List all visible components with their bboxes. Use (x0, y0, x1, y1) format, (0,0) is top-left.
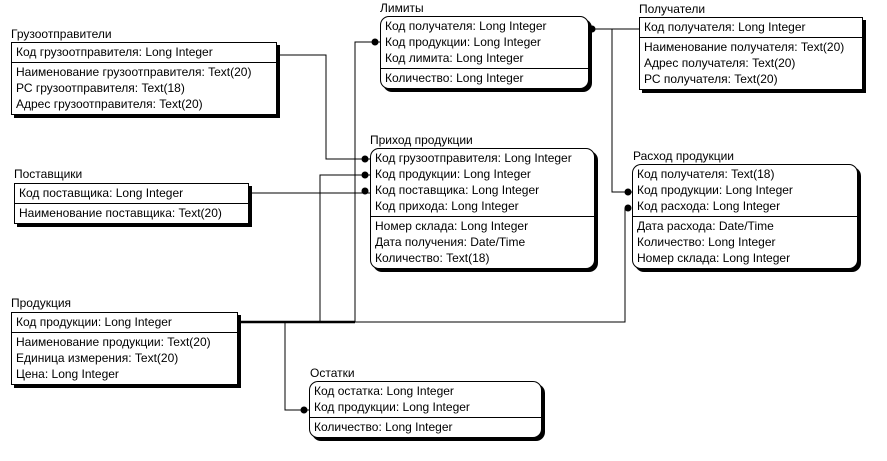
attr-field: Наименование получателя: Text(20) (644, 40, 845, 54)
attr-field: РС грузоотправителя: Text(18) (16, 81, 185, 95)
entity-keys: Код продукции: Long Integer (12, 313, 237, 333)
entity-poluchateli[interactable]: Код получателя: Long Integer Наименовани… (639, 17, 863, 90)
key-field: Код продукции: Long Integer (385, 35, 541, 49)
entity-attributes: Наименование продукции: Text(20) Единица… (12, 333, 237, 384)
attr-field: Дата расхода: Date/Time (637, 219, 774, 233)
entity-title-prihod: Приход продукции (370, 133, 473, 147)
entity-ostatki[interactable]: Код остатка: Long Integer Код продукции:… (309, 381, 542, 438)
entity-attributes: Наименование поставщика: Text(20) (15, 204, 248, 223)
attr-field: Адрес получателя: Text(20) (644, 56, 796, 70)
attr-field: Количество: Long Integer (385, 71, 524, 85)
entity-keys: Код грузоотправителя: Long Integer (12, 43, 276, 63)
entity-rashod[interactable]: Код получателя: Text(18) Код продукции: … (632, 164, 858, 269)
entity-keys: Код поставщика: Long Integer (15, 184, 248, 204)
attr-field: Количество: Long Integer (637, 235, 776, 249)
attr-field: Цена: Long Integer (16, 367, 119, 381)
key-field: Код грузоотправителя: Long Integer (16, 45, 213, 59)
entity-postavshiki[interactable]: Код поставщика: Long Integer Наименовани… (14, 183, 249, 224)
entity-prihod[interactable]: Код грузоотправителя: Long Integer Код п… (370, 148, 595, 269)
rel-end-limity-produkciya (371, 38, 379, 46)
entity-keys: Код получателя: Long Integer (640, 18, 862, 38)
entity-attributes: Дата расхода: Date/Time Количество: Long… (633, 217, 857, 268)
attr-field: Наименование поставщика: Text(20) (19, 206, 222, 220)
attr-field: Номер склада: Long Integer (637, 251, 791, 265)
rel-produkciya-ostatki (284, 322, 309, 411)
rel-end-ostatki-produkciya (300, 406, 308, 414)
key-field: Код продукции: Long Integer (637, 183, 793, 197)
entity-keys: Код получателя: Text(18) Код продукции: … (633, 165, 857, 217)
attr-field: Наименование продукции: Text(20) (16, 335, 211, 349)
key-field: Код грузоотправителя: Long Integer (375, 151, 572, 165)
key-field: Код получателя: Long Integer (644, 20, 806, 34)
entity-gruzootpraviteli[interactable]: Код грузоотправителя: Long Integer Наиме… (11, 42, 277, 115)
rel-produkciya-trunk (238, 208, 626, 323)
entity-attributes: Количество: Long Integer (381, 69, 588, 88)
attr-field: Дата получения: Date/Time (375, 235, 526, 249)
entity-produkciya[interactable]: Код продукции: Long Integer Наименование… (11, 312, 238, 385)
entity-attributes: Количество: Long Integer (310, 418, 541, 437)
key-field: Код лимита: Long Integer (385, 51, 524, 65)
key-field: Код поставщика: Long Integer (375, 183, 540, 197)
attr-field: Количество: Long Integer (314, 420, 453, 434)
entity-keys: Код остатка: Long Integer Код продукции:… (310, 382, 541, 418)
rel-end-prihod-postavshik (361, 187, 369, 195)
attr-field: РС получателя: Text(20) (644, 72, 778, 86)
entity-title-postavshiki: Поставщики (14, 167, 83, 181)
entity-title-gruzootpraviteli: Грузоотправители (11, 27, 112, 41)
entity-attributes: Номер склада: Long Integer Дата получени… (371, 217, 594, 268)
attr-field: Количество: Text(18) (375, 251, 490, 265)
rel-poluchateli-rashod (611, 29, 632, 193)
key-field: Код поставщика: Long Integer (19, 186, 184, 200)
key-field: Код продукции: Long Integer (16, 315, 172, 329)
attr-field: Номер склада: Long Integer (375, 219, 529, 233)
key-field: Код продукции: Long Integer (375, 167, 531, 181)
rel-end-rashod-poluchatel (624, 188, 632, 196)
entity-keys: Код грузоотправителя: Long Integer Код п… (371, 149, 594, 217)
attr-field: Единица измерения: Text(20) (16, 351, 179, 365)
entity-attributes: Наименование получателя: Text(20) Адрес … (640, 38, 862, 89)
key-field: Код прихода: Long Integer (375, 199, 519, 213)
attr-field: Адрес грузоотправителя: Text(20) (16, 97, 203, 111)
entity-title-limity: Лимиты (380, 1, 424, 15)
rel-gruzootpraviteli-prihod (277, 54, 370, 160)
key-field: Код расхода: Long Integer (637, 199, 781, 213)
key-field: Код получателя: Long Integer (385, 19, 547, 33)
rel-end-prihod-gruzootpr (361, 155, 369, 163)
entity-title-poluchateli: Получатели (639, 2, 706, 16)
rel-produkciya-prihod (319, 174, 370, 322)
entity-attributes: Наименование грузоотправителя: Text(20) … (12, 63, 276, 114)
key-field: Код остатка: Long Integer (314, 384, 454, 398)
entity-title-ostatki: Остатки (310, 366, 355, 380)
entity-title-rashod: Расход продукции (633, 149, 735, 163)
key-field: Код получателя: Text(18) (637, 167, 775, 181)
rel-end-prihod-produkciya (361, 171, 369, 179)
rel-end-limity-poluchatel (588, 25, 596, 33)
entity-limity[interactable]: Код получателя: Long Integer Код продукц… (380, 16, 589, 89)
attr-field: Наименование грузоотправителя: Text(20) (16, 65, 252, 79)
rel-end-rashod-produkciya (624, 204, 632, 212)
key-field: Код продукции: Long Integer (314, 400, 470, 414)
entity-keys: Код получателя: Long Integer Код продукц… (381, 17, 588, 69)
entity-title-produkciya: Продукция (11, 296, 72, 310)
